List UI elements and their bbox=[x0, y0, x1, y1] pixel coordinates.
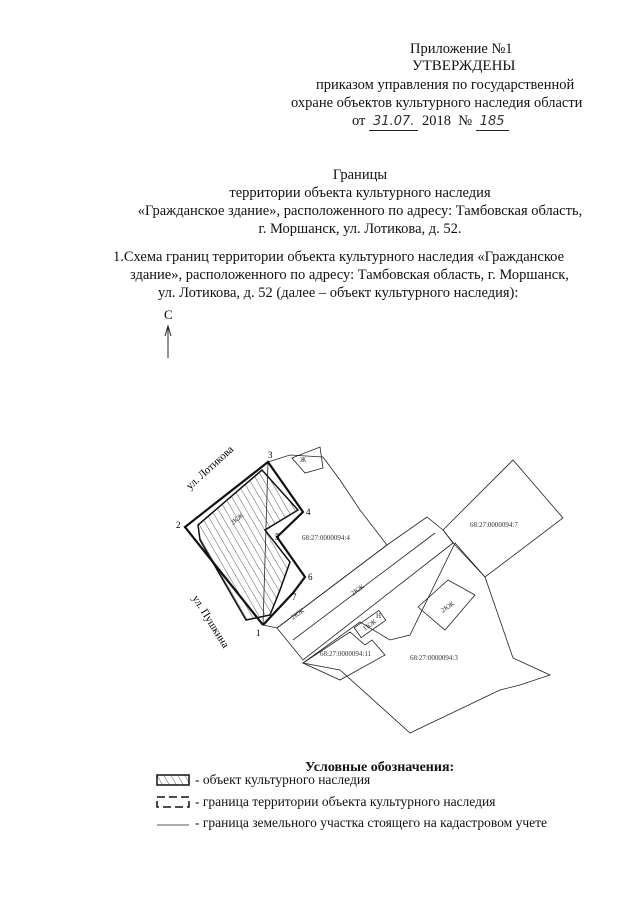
handwritten-number: 185 bbox=[475, 114, 509, 131]
north-arrow-icon bbox=[164, 324, 172, 358]
legend-title: Условные обозначения: bbox=[305, 760, 455, 775]
title-line-3: «Гражданское здание», расположенного по … bbox=[137, 203, 583, 219]
section-line-2: здание», расположенного по адресу: Тамбо… bbox=[130, 267, 569, 283]
parcel-4-label: 68:27:0000094:4 bbox=[302, 534, 350, 542]
title-line-4: г. Моршанск, ул. Лотикова, д. 52. bbox=[258, 221, 462, 237]
legend-item-territory-boundary: - граница территории объекта культурного… bbox=[195, 794, 496, 809]
building-2kzh-east bbox=[417, 579, 476, 631]
road-band bbox=[276, 516, 454, 661]
building-zh-label: Ж bbox=[300, 456, 307, 464]
street-lotikova-label: ул. Лотикова bbox=[184, 443, 236, 492]
building-1kzh bbox=[353, 609, 387, 639]
handwritten-date: 31.07. bbox=[369, 114, 419, 131]
parcel-11-label: 68:27:0000094:11 bbox=[320, 650, 372, 658]
point-label-3: 3 bbox=[268, 450, 273, 460]
approved-label: УТВЕРЖДЕНЫ bbox=[412, 58, 516, 74]
title-line-1: Границы bbox=[332, 167, 388, 183]
title-line-2: территории объекта культурного наследия bbox=[229, 185, 491, 201]
point-label-5: 5 bbox=[275, 532, 280, 542]
parcel-7-label: 68:27:0000094:7 bbox=[470, 521, 518, 529]
legend-item-parcel-boundary: - граница земельного участка стоящего на… bbox=[195, 815, 547, 830]
number-prefix: № bbox=[458, 113, 473, 129]
point-label-6: 6 bbox=[308, 572, 313, 582]
parcel-11-boundary bbox=[302, 631, 386, 681]
heritage-object-hatched bbox=[197, 468, 300, 621]
small-building-label: 2КЖ bbox=[289, 606, 306, 621]
street-pushkina-label: ул. Пушкина bbox=[189, 593, 231, 650]
legend-hatch-swatch-icon bbox=[156, 774, 190, 786]
heritage-territory-boundary bbox=[183, 460, 307, 626]
order-date-line: от 31.07. 2018 № 185 bbox=[352, 113, 509, 131]
parcel-7-boundary bbox=[442, 459, 564, 578]
point-label-4: 4 bbox=[306, 507, 311, 517]
building-n-label: Н bbox=[376, 612, 381, 620]
legend-item-heritage-object: - объект культурного наследия bbox=[195, 772, 371, 787]
parcel-3-boundary bbox=[302, 542, 552, 734]
point-label-2: 2 bbox=[176, 520, 181, 530]
north-label: С bbox=[164, 307, 173, 322]
parcel-3-label: 68:27:0000094:3 bbox=[410, 654, 458, 662]
year: 2018 bbox=[422, 113, 452, 129]
east-building-label: 2КЖ bbox=[439, 599, 456, 614]
section-line-1: 1.Схема границ территории объекта культу… bbox=[113, 249, 565, 265]
point-label-1: 1 bbox=[256, 628, 261, 638]
section-line-3: ул. Лотикова, д. 52 (далее – объект куль… bbox=[158, 285, 519, 301]
legend-parcel-line-icon bbox=[157, 824, 189, 826]
date-prefix: от bbox=[352, 113, 366, 129]
building-zh-north bbox=[291, 446, 324, 474]
order-line-2: охране объектов культурного наследия обл… bbox=[291, 95, 583, 111]
order-line-1: приказом управления по государственной bbox=[316, 77, 575, 93]
parcel-4-boundary bbox=[262, 454, 388, 629]
point-label-7: 7 bbox=[292, 592, 297, 602]
legend-territory-boundary-icon bbox=[156, 796, 190, 808]
appendix-label: Приложение №1 bbox=[410, 41, 513, 57]
road-building-label: 2КЖ bbox=[349, 582, 366, 597]
